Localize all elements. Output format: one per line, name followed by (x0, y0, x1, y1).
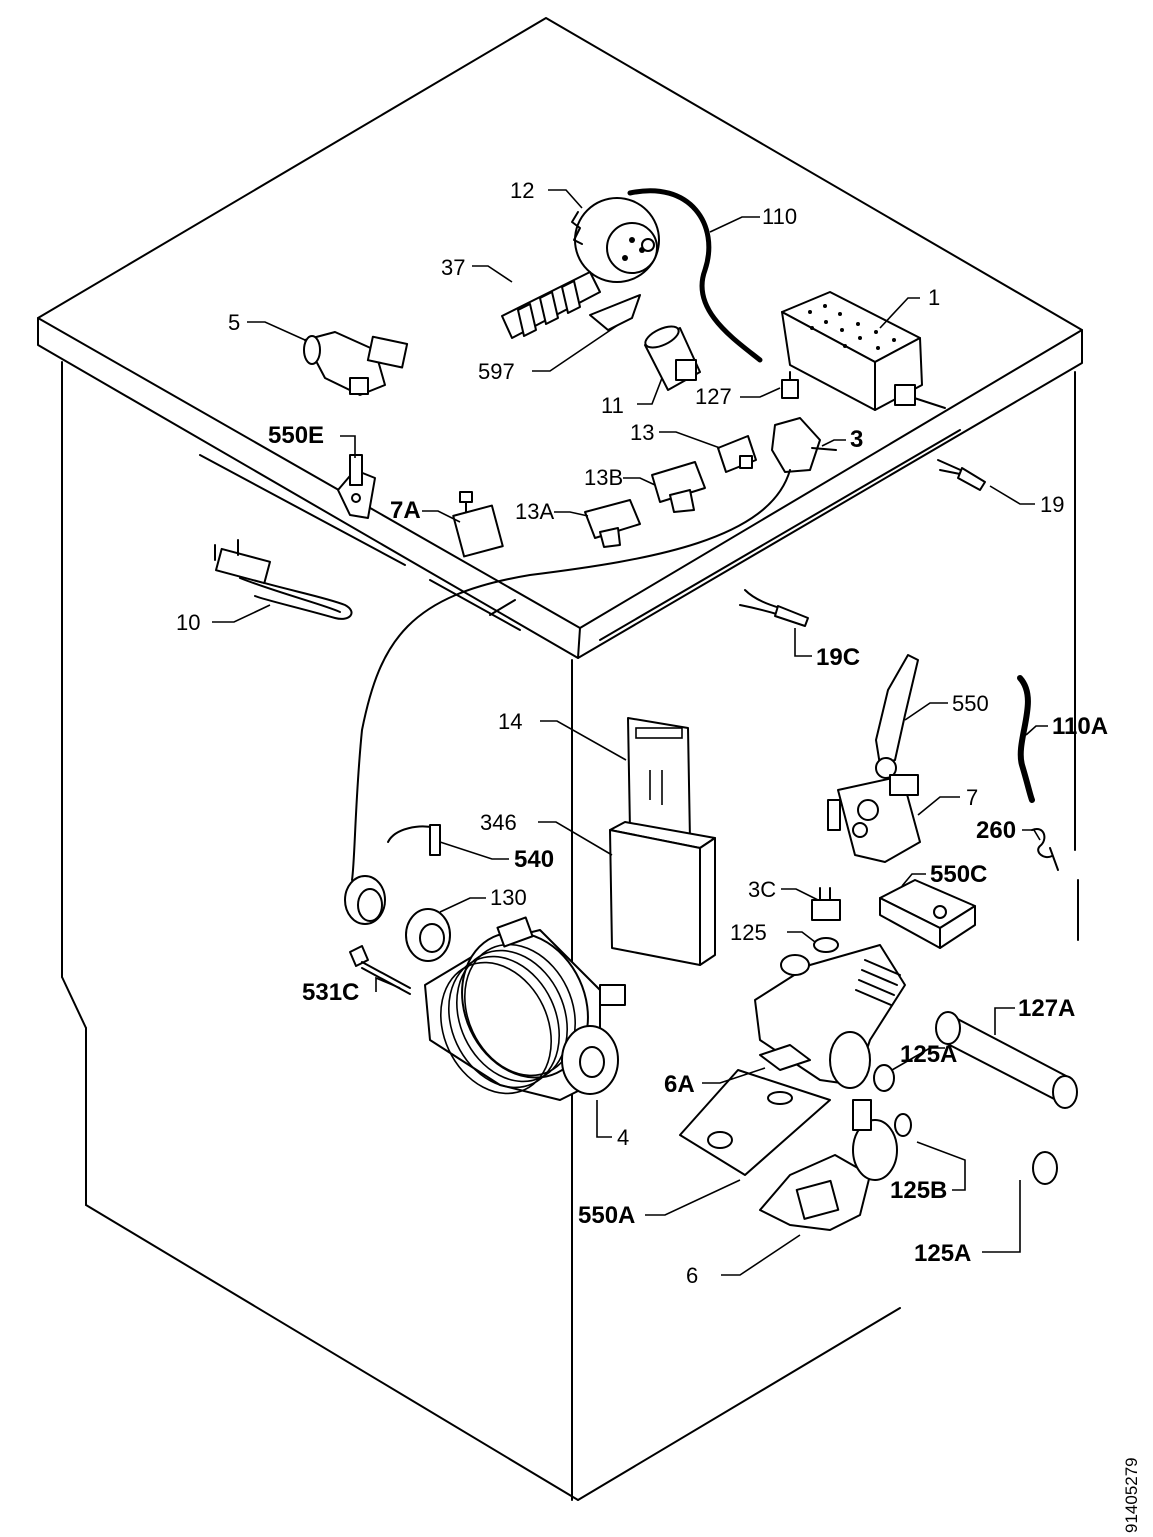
label-12: 12 (510, 178, 534, 203)
label-597: 597 (478, 359, 515, 384)
fitting-part-127 (781, 371, 799, 399)
label-550: 550 (952, 691, 989, 716)
micro-switch-part-7A (452, 491, 504, 558)
hose-part-127A (935, 1011, 1078, 1109)
spring-part-260 (1031, 828, 1059, 871)
label-14: 14 (498, 709, 522, 734)
timer-motor-part-12 (571, 197, 660, 283)
label-6A: 6A (664, 1071, 695, 1098)
label-346: 346 (480, 810, 517, 835)
label-550E: 550E (268, 422, 324, 449)
label-3C: 3C (748, 877, 776, 902)
bracket-part-550E (337, 454, 376, 519)
label-13B: 13B (584, 465, 623, 490)
label-37: 37 (441, 255, 465, 280)
drain-pump-part-6 (759, 1099, 898, 1231)
label-5: 5 (228, 310, 240, 335)
label-13A: 13A (515, 499, 554, 524)
connector-part-13B (651, 461, 706, 513)
label-7: 7 (966, 785, 978, 810)
sensor-plug-part-3C (811, 887, 841, 921)
label-1: 1 (928, 285, 940, 310)
label-4: 4 (617, 1125, 629, 1150)
label-7A: 7A (390, 497, 421, 524)
cover-part-550A (679, 1069, 831, 1176)
sensor-part-19 (937, 459, 986, 491)
label-127: 127 (695, 384, 732, 409)
leader-lines (212, 189, 1048, 1276)
label-130: 130 (490, 885, 527, 910)
cable-tie-part-540 (387, 824, 441, 856)
label-3: 3 (850, 426, 863, 453)
label-125A-top: 125A (900, 1041, 957, 1068)
motor-part-4 (424, 916, 626, 1101)
drawing-number: 91405279 (1122, 1457, 1141, 1533)
capacitor-part-11 (644, 325, 701, 391)
label-125A-bottom: 125A (914, 1240, 971, 1267)
capillary-tube-part-110 (627, 188, 763, 363)
connector-part-13 (717, 435, 757, 473)
programmer-part-1 (781, 291, 946, 411)
connector-part-13A (584, 499, 641, 548)
bearing-part-130 (405, 908, 451, 962)
label-10: 10 (176, 610, 200, 635)
handle-bracket-part-550 (875, 654, 919, 779)
bolt-part-531C (349, 945, 411, 995)
ring-part-125A-bottom (1032, 1151, 1058, 1185)
card-holder-part-346 (609, 821, 716, 966)
gasket-part-125 (813, 937, 839, 953)
label-540: 540 (514, 846, 554, 873)
label-550A: 550A (578, 1202, 635, 1229)
sensor-part-19C (739, 589, 809, 627)
cover-part-550C (879, 879, 976, 949)
label-127A: 127A (1018, 995, 1075, 1022)
label-6: 6 (686, 1263, 698, 1288)
door-switch-part-3 (351, 417, 837, 881)
label-110A: 110A (1052, 713, 1108, 740)
solenoid-valve-part-5 (303, 331, 409, 396)
instruction-card-part-14 (627, 717, 691, 841)
label-531C: 531C (302, 979, 359, 1006)
label-13: 13 (630, 420, 654, 445)
label-125: 125 (730, 920, 767, 945)
connector-block-part-37 (501, 271, 601, 339)
label-11: 11 (601, 393, 624, 418)
ring-part-125A-top (873, 1064, 895, 1092)
clip-part-597 (589, 294, 641, 331)
label-19: 19 (1040, 492, 1064, 517)
ring-part-125B (894, 1113, 912, 1137)
label-550C: 550C (930, 861, 987, 888)
cabinet-outline (37, 17, 1083, 1501)
part-labels: 12 110 37 1 5 597 11 127 550E 13 3 13B 7… (176, 178, 1141, 1533)
grommet (344, 875, 386, 925)
hose-part-110A (1017, 675, 1035, 803)
label-125B: 125B (890, 1177, 947, 1204)
pump-body-part-6A (754, 944, 906, 1089)
label-19C: 19C (816, 644, 860, 671)
label-110: 110 (762, 204, 797, 229)
door-lock-part-7 (827, 774, 921, 863)
label-260: 260 (976, 817, 1016, 844)
heating-element-part-10 (214, 539, 353, 620)
